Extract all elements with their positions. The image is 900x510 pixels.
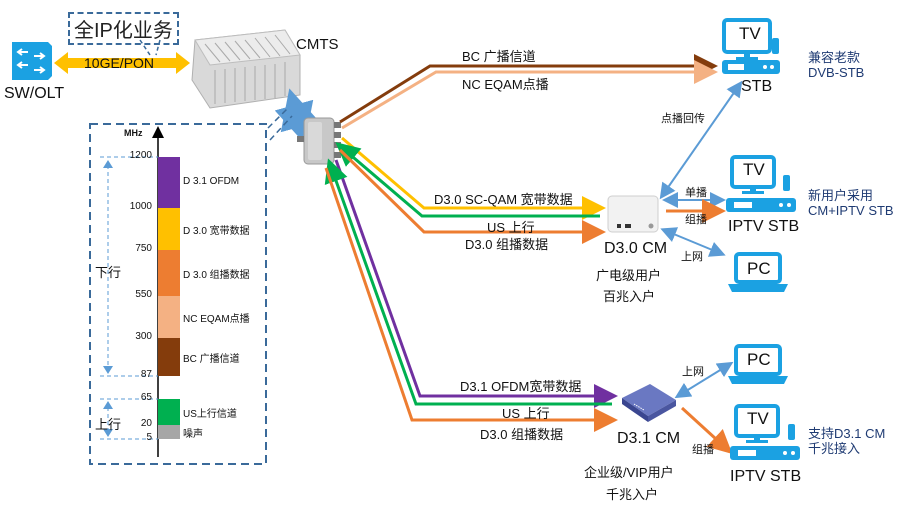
laptop-icon: [728, 252, 788, 292]
upstream-arrows: [103, 401, 113, 437]
link-label: 10GE/PON: [84, 55, 155, 71]
stb-box-icon: [730, 446, 800, 460]
flow-vod-return: [659, 80, 743, 200]
downstream-label: 下行: [95, 265, 122, 280]
switch-label: SW/OLT: [4, 85, 65, 102]
flow-label-us-1: US 上行: [487, 220, 535, 235]
tv-icon: [722, 18, 779, 60]
spectrum-callout: [267, 107, 293, 141]
spectrum-tick-label: 1200: [129, 150, 152, 161]
flow-internet-2: [674, 361, 734, 399]
stb-legacy-note-2: DVB-STB: [808, 65, 865, 80]
iptv-stb-2-screen: TV: [747, 409, 769, 428]
flow-label-internet-2: 上网: [682, 366, 704, 378]
splitter-icon: [297, 117, 341, 165]
spectrum-band-label: D 3.0 组播数据: [183, 270, 250, 281]
spectrum-band-label: BC 广播信道: [183, 354, 240, 365]
spectrum-band: [158, 338, 180, 376]
d31-cm-icon: [622, 384, 676, 422]
iptv-stb-1-note-2: CM+IPTV STB: [808, 203, 894, 218]
laptop-icon: [728, 344, 788, 384]
d30-cm-label: D3.0 CM: [604, 240, 668, 257]
flow-label-unicast: 单播: [685, 187, 707, 199]
spectrum-tick-label: 1000: [129, 201, 152, 212]
flow-label-bc: BC 广播信道: [462, 49, 536, 64]
stb-legacy-screen: TV: [739, 24, 761, 43]
flow-label-vod-return: 点播回传: [661, 113, 705, 125]
flow-label-nc: NC EQAM点播: [462, 77, 549, 92]
spectrum-tick-label: 65: [140, 392, 152, 403]
flow-label-internet-1: 上网: [681, 251, 703, 263]
d30-cm-sub-1: 广电级用户: [596, 268, 662, 283]
flow-label-d31-ofdm: D3.1 OFDM宽带数据: [460, 379, 582, 394]
iptv-stb-2-note-1: 支持D3.1 CM: [808, 426, 886, 441]
flow-label-us-2: US 上行: [502, 406, 550, 421]
flow-d31-ofdm: [334, 159, 618, 408]
spectrum-band-label: D 3.1 OFDM: [183, 175, 240, 187]
flow-label-d30-mcast-2: D3.0 组播数据: [480, 427, 564, 442]
spectrum-panel: [89, 123, 267, 465]
flow-d30-mcast-1: [338, 148, 606, 244]
flow-label-multicast-2: 组播: [692, 444, 714, 456]
spectrum-band: [158, 296, 180, 338]
spectrum-band-label: D 3.0 宽带数据: [183, 226, 250, 237]
stb-legacy-label: STB: [741, 78, 773, 95]
d30-cm-sub-2: 百兆入户: [603, 289, 656, 304]
flow-nc: [341, 60, 718, 130]
flow-us-2: [324, 158, 612, 406]
flow-d30-scqam: [341, 136, 606, 220]
tv-icon: [734, 404, 795, 443]
title-tag: 全IP化业务: [68, 12, 179, 45]
flow-d30-mcast-2: [324, 167, 618, 432]
flow-multicast-2: [680, 406, 733, 455]
spectrum-band: [158, 250, 180, 296]
spectrum-tick-label: 20: [140, 418, 152, 429]
iptv-stb-2-label: IPTV STB: [730, 468, 802, 485]
stb-box-icon: [722, 60, 780, 74]
cmts-splitter-link: [274, 88, 320, 144]
spectrum-band: [158, 157, 180, 208]
tv-icon: [730, 155, 790, 194]
spectrum-band-label: US上行信道: [183, 409, 237, 420]
spectrum-band: [158, 425, 180, 439]
pc-1-screen: PC: [747, 259, 771, 278]
stb-box-icon: [726, 198, 796, 212]
spectrum-band-label: NC EQAM点播: [183, 314, 250, 325]
pc-2-screen: PC: [747, 350, 771, 369]
d31-cm-sub-1: 企业级/VIP用户: [584, 465, 674, 480]
d31-cm-label: D3.1 CM: [617, 430, 681, 447]
upstream-label: 上行: [95, 417, 122, 432]
spectrum-tick-label: 300: [135, 331, 152, 342]
uplink-arrow: [54, 52, 190, 74]
flow-us-1: [335, 142, 600, 218]
spectrum-band: [158, 399, 180, 425]
spectrum-tick-label: 750: [135, 243, 152, 254]
spectrum-tick-label: 550: [135, 289, 152, 300]
flow-internet-1: [660, 227, 726, 257]
flow-bc: [339, 54, 718, 124]
flow-label-multicast-1: 组播: [685, 214, 707, 226]
spectrum-band: [158, 208, 180, 250]
flow-label-d30-mcast-1: D3.0 组播数据: [465, 237, 549, 252]
callout-pointer: [139, 39, 161, 56]
spectrum-band-label: 噪声: [183, 429, 203, 440]
spectrum-tick-label: 87: [140, 369, 152, 380]
flow-label-d30-scqam: D3.0 SC-QAM 宽带数据: [434, 192, 573, 207]
iptv-stb-1-screen: TV: [743, 160, 765, 179]
cmts-label: CMTS: [296, 36, 339, 53]
iptv-stb-1-label: IPTV STB: [728, 218, 800, 235]
stb-legacy-note-1: 兼容老款: [808, 50, 861, 65]
spectrum-unit: MHz: [124, 128, 143, 138]
d31-cm-sub-2: 千兆入户: [606, 487, 659, 502]
iptv-stb-2-note-2: 千兆接入: [808, 441, 861, 456]
switch-icon: [12, 42, 52, 80]
spectrum-tick-label: 5: [146, 432, 152, 443]
cmts-icon: [191, 29, 301, 109]
iptv-stb-1-note-1: 新用户采用: [808, 188, 874, 203]
d30-cm-icon: [607, 195, 659, 233]
